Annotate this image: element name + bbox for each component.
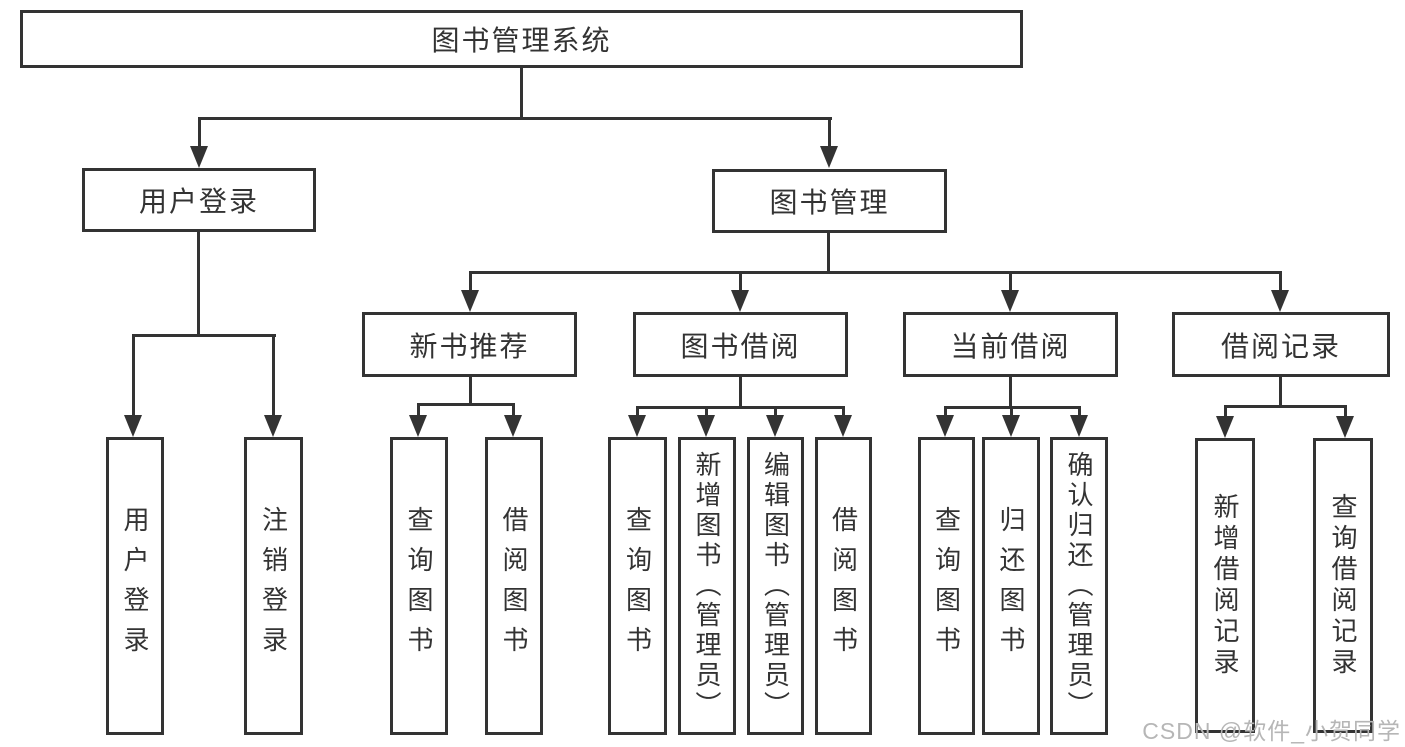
node-root: 图书管理系统 (20, 10, 1023, 68)
node-label: 确认归还（管理员） (1064, 451, 1094, 721)
arrow-down-icon (697, 415, 715, 437)
node-query-book-bw: 查询图书 (608, 437, 667, 735)
connector-line (469, 274, 472, 292)
connector-line (739, 274, 742, 292)
arrow-down-icon (628, 415, 646, 437)
node-edit-book-admin: 编辑图书（管理员） (747, 437, 804, 735)
arrow-down-icon (1070, 415, 1088, 437)
connector-line (469, 271, 1282, 274)
connector-line (827, 233, 830, 274)
node-confirm-return-admin: 确认归还（管理员） (1050, 437, 1108, 735)
arrow-down-icon (1271, 290, 1289, 312)
node-label: 新增图书（管理员） (692, 451, 722, 721)
node-label: 查询图书 (931, 506, 962, 666)
node-add-borrow-record: 新增借阅记录 (1195, 438, 1255, 733)
arrow-down-icon (936, 415, 954, 437)
connector-line (705, 409, 708, 417)
node-label: 用户登录 (120, 506, 150, 666)
connector-line (132, 337, 135, 417)
connector-line (512, 406, 515, 417)
connector-line (198, 117, 832, 120)
node-label: 新增借阅记录 (1210, 492, 1240, 679)
node-borrow-record: 借阅记录 (1172, 312, 1390, 377)
arrow-down-icon (124, 415, 142, 437)
node-label: 借阅图书 (499, 506, 529, 666)
arrow-down-icon (1002, 415, 1020, 437)
connector-line (944, 409, 947, 417)
connector-line (1279, 377, 1282, 408)
node-label: 图书借阅 (680, 330, 801, 362)
node-label: 用户登录 (138, 186, 259, 217)
connector-line (1344, 408, 1347, 418)
node-label: 借阅图书 (828, 506, 859, 666)
connector-line (272, 337, 275, 417)
node-label: 查询借阅记录 (1328, 492, 1358, 679)
arrow-down-icon (409, 415, 427, 437)
node-query-borrow-record: 查询借阅记录 (1313, 438, 1373, 733)
node-book-borrow: 图书借阅 (633, 312, 848, 377)
node-user-login: 用户登录 (82, 168, 316, 232)
connector-line (132, 334, 276, 337)
connector-line (636, 406, 845, 409)
node-book-management: 图书管理 (712, 169, 947, 233)
node-borrow-book-bw: 借阅图书 (815, 437, 872, 735)
arrow-down-icon (820, 146, 838, 168)
connector-line (197, 232, 200, 336)
connector-line (417, 406, 420, 417)
node-label: 新书推荐 (409, 330, 530, 362)
node-label: 查询图书 (622, 506, 653, 666)
connector-line (828, 120, 831, 148)
connector-line (469, 377, 472, 406)
node-label: 查询图书 (404, 506, 434, 666)
connector-line (636, 409, 639, 417)
arrow-down-icon (766, 415, 784, 437)
arrow-down-icon (461, 290, 479, 312)
node-user-login-action: 用户登录 (106, 437, 164, 735)
connector-line (417, 403, 515, 406)
node-label: 借阅记录 (1220, 330, 1341, 362)
connector-line (1078, 409, 1081, 417)
node-add-book-admin: 新增图书（管理员） (678, 437, 736, 735)
node-label: 图书管理系统 (431, 25, 612, 56)
node-return-book: 归还图书 (982, 437, 1040, 735)
arrow-down-icon (264, 415, 282, 437)
arrow-down-icon (731, 290, 749, 312)
node-borrow-book-nb: 借阅图书 (485, 437, 543, 735)
connector-line (774, 409, 777, 417)
arrow-down-icon (1216, 416, 1234, 438)
node-query-book-nb: 查询图书 (390, 437, 448, 735)
connector-line (1009, 377, 1012, 409)
connector-line (1010, 409, 1013, 417)
connector-line (1009, 274, 1012, 292)
connector-line (520, 68, 523, 119)
connector-line (198, 120, 201, 148)
connector-line (1224, 408, 1227, 418)
connector-line (1224, 405, 1347, 408)
arrow-down-icon (834, 415, 852, 437)
node-new-book-recommend: 新书推荐 (362, 312, 577, 377)
arrow-down-icon (1336, 416, 1354, 438)
node-label: 归还图书 (996, 506, 1026, 666)
node-label: 当前借阅 (950, 330, 1071, 362)
connector-line (944, 406, 1081, 409)
node-query-book-cu: 查询图书 (918, 437, 975, 735)
connector-line (739, 377, 742, 409)
connector-line (1279, 274, 1282, 292)
arrow-down-icon (1001, 290, 1019, 312)
node-label: 注销登录 (258, 506, 289, 666)
arrow-down-icon (190, 146, 208, 168)
connector-line (842, 409, 845, 417)
node-label: 编辑图书（管理员） (760, 451, 791, 721)
node-current-borrow: 当前借阅 (903, 312, 1118, 377)
arrow-down-icon (504, 415, 522, 437)
watermark: CSDN @软件_小贺同学 (1142, 718, 1401, 744)
node-label: 图书管理 (769, 187, 890, 218)
node-logout: 注销登录 (244, 437, 303, 735)
